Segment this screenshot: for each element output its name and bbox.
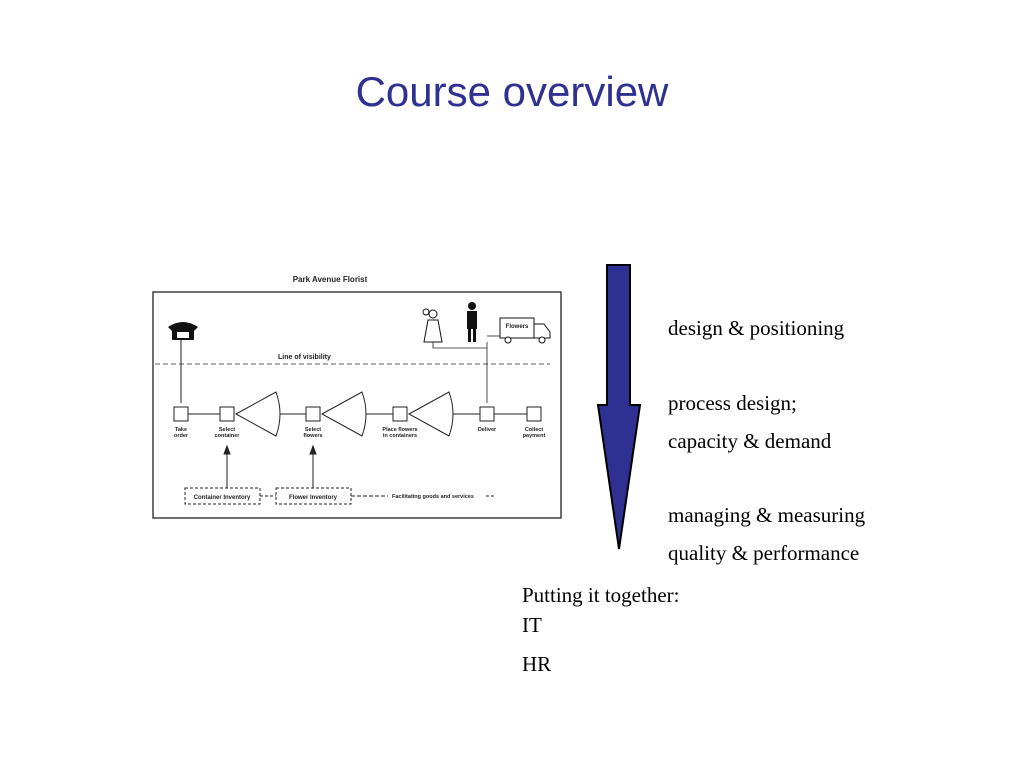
truck-label: Flowers [506,324,529,330]
topic-it: IT [522,613,542,637]
customer-with-flowers-icon [422,308,443,343]
step-4-label-2: in containers [383,433,417,439]
step-1-label-2: order [174,433,189,439]
flower-inventory-label: Flower Inventory [289,495,338,501]
slide-title: Course overview [355,68,669,115]
process-flow [173,391,542,437]
step-3-label-2: flowers [303,433,322,439]
topic-capacity-demand: capacity & demand [668,429,832,453]
supply-arrows [223,444,317,488]
diagram-frame [152,291,562,519]
topic-hr: HR [522,652,552,676]
topic-managing-measuring: managing & measuring [668,503,866,527]
step-1-label: Take [175,427,187,433]
topic-design-positioning: design & positioning [668,316,845,340]
step-2-label: Select [219,427,235,433]
down-arrow-icon [596,264,642,550]
customer-icon [467,302,477,342]
delivery-truck-icon: Flowers [499,317,551,344]
telephone-icon [168,322,198,340]
service-blueprint-diagram: Park Avenue Florist Flowers Line of visi… [152,275,562,519]
topic-process-design: process design; [668,391,797,415]
container-inventory-label: Container Inventory [194,495,251,501]
line-of-visibility-label: Line of visibility [278,354,331,361]
facilitating-goods-label: Facilitating goods and services [392,494,474,500]
step-6-label: Collect [525,427,544,433]
step-5-label: Deliver [478,427,497,433]
diagram-title: Park Avenue Florist [293,275,368,284]
step-3-label: Select [305,427,321,433]
step-6-label-2: payment [523,433,546,439]
step-4-label: Place flowers [382,427,417,433]
topic-quality-performance: quality & performance [668,541,860,565]
topic-putting-together: Putting it together: [522,583,680,607]
step-2-label-2: container [215,433,241,439]
